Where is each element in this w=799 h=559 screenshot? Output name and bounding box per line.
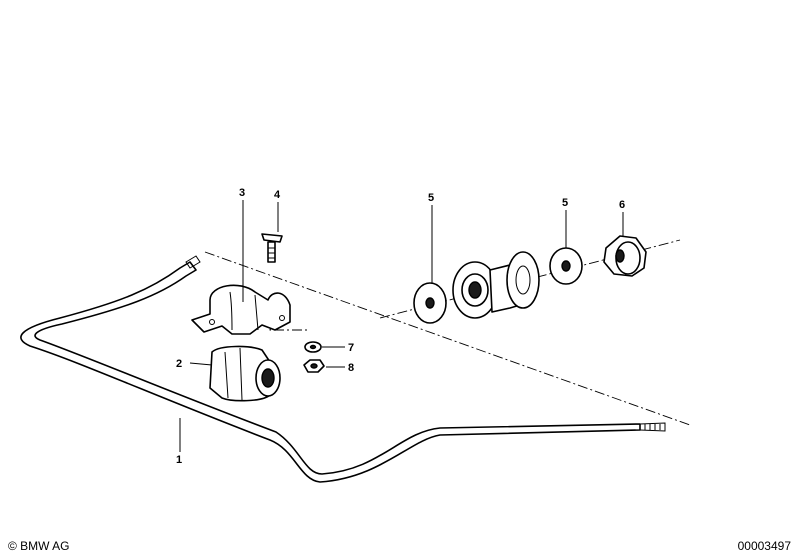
callout-3: 3 [239, 187, 245, 199]
callout-1: 1 [176, 454, 182, 466]
rubber-mount [209, 345, 281, 402]
rubber-bushing [452, 251, 540, 319]
image-number: 00003497 [737, 539, 791, 553]
cap-nut [603, 235, 647, 277]
callout-6: 6 [619, 199, 625, 211]
stabilizer-bar [20, 255, 666, 483]
washer-right [549, 247, 583, 285]
holder-bracket [191, 284, 291, 335]
callout-8: 8 [348, 362, 354, 374]
callout-5-left: 5 [428, 192, 434, 204]
callout-leader-lines [179, 200, 624, 452]
washer-left [413, 282, 447, 324]
callout-7: 7 [348, 342, 354, 354]
hex-nut [303, 359, 325, 373]
callout-4: 4 [274, 189, 281, 201]
hex-bolt [261, 233, 283, 263]
callout-2: 2 [176, 358, 182, 370]
callout-5-right: 5 [562, 197, 568, 209]
copyright-label: © BMW AG [8, 539, 70, 553]
small-washer [304, 341, 322, 353]
